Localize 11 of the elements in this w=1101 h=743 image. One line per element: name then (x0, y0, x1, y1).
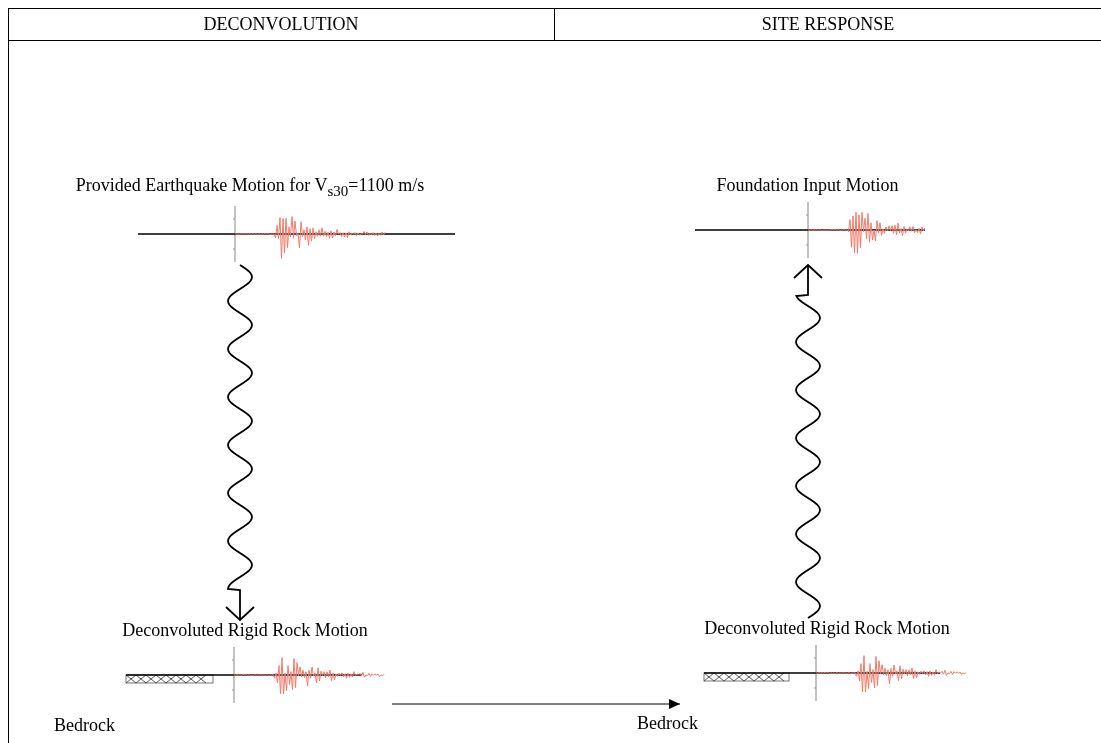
motion-title: Deconvoluted Rigid Rock Motion (703, 618, 951, 639)
motion-title: Foundation Input Motion (715, 175, 900, 196)
column-header: DECONVOLUTION (202, 13, 360, 36)
motion-title: Deconvoluted Rigid Rock Motion (121, 620, 369, 641)
rock-layer-label: Bedrock (637, 713, 698, 734)
wave-arrow (225, 264, 255, 621)
arrow (391, 699, 681, 709)
column-header: SITE RESPONSE (760, 13, 896, 36)
rock-layer-label: Bedrock (54, 715, 115, 736)
motion-title: Provided Earthquake Motion for V$_{s30}$=1100 m/s (74, 175, 426, 200)
wave-arrow (793, 264, 823, 619)
